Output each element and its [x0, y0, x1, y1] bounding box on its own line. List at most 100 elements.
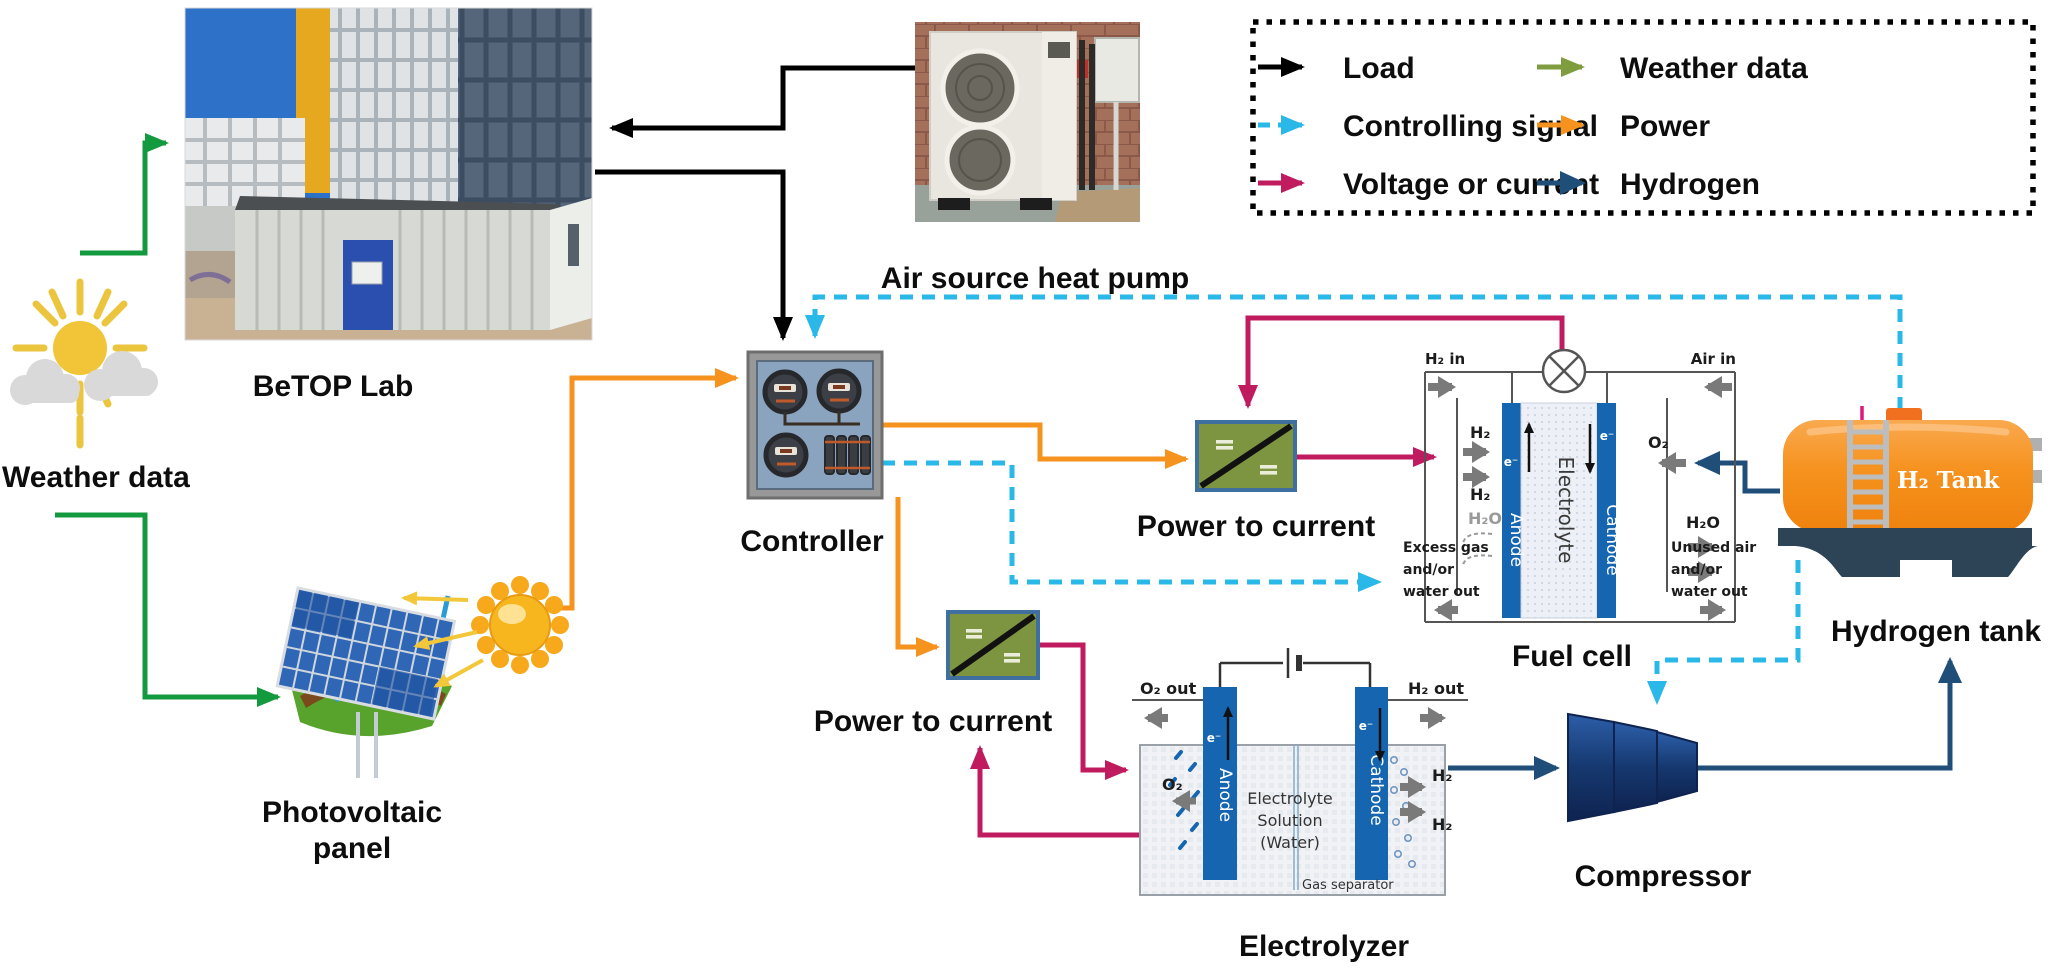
- weather-icon: [10, 278, 158, 449]
- controller-label: Controller: [740, 525, 884, 558]
- pv-poles: [356, 712, 378, 778]
- electrode-wires: [1511, 372, 1608, 403]
- pv-panel: [275, 576, 569, 778]
- white-tower-windows: [330, 8, 458, 215]
- fc-cathode-label: Cathode: [1602, 504, 1622, 575]
- power-line-pv-to-controller: [552, 368, 739, 611]
- low-building-windows: [185, 118, 305, 206]
- hydrogen-line-tank-to-fuelcell: [1694, 451, 1780, 494]
- fc-unused-2: and/or: [1671, 562, 1722, 578]
- fc-electrolyte-label: Electrolyte: [1554, 457, 1578, 564]
- fan-top-grill2: [967, 75, 993, 101]
- fc-excess-1: Excess gas: [1403, 540, 1489, 556]
- ez-solution-2: Solution: [1257, 811, 1322, 830]
- voltage-line-converter2-to-electrolyzer: [1038, 642, 1129, 780]
- fc-e-right: e⁻: [1600, 429, 1614, 443]
- unit-foot-left: [938, 198, 970, 210]
- hydrogen-tank: H₂ Tank: [1778, 406, 2042, 577]
- converter2-dc-marks: [966, 629, 1020, 663]
- converter1-label: Power to current: [1137, 510, 1375, 543]
- ez-gas-separator-line: [1293, 745, 1299, 890]
- ez-h2-a: H₂: [1432, 766, 1452, 785]
- legend-power-label: Power: [1620, 110, 1710, 143]
- hydrogen-tank-label: Hydrogen tank: [1831, 615, 2041, 648]
- compressor-stage2: [1613, 720, 1658, 814]
- ez-h2-arrows: [1400, 776, 1426, 823]
- ez-anode-bar: [1203, 687, 1237, 880]
- tank-highlight: [1806, 423, 2010, 436]
- unit-side-panel: [1042, 32, 1076, 200]
- legend-load-label: Load: [1343, 52, 1415, 85]
- load-bulb-x: [1548, 355, 1580, 387]
- legend-weather-label: Weather data: [1620, 52, 1808, 85]
- fc-h2o-left: H₂O: [1468, 509, 1502, 528]
- fc-unused-1: Unused air: [1671, 540, 1756, 556]
- container-side-window: [568, 224, 579, 266]
- ez-solution-1: Electrolyte: [1247, 789, 1333, 808]
- converter1-diagonal: [1199, 423, 1293, 489]
- ez-solution-3: (Water): [1260, 833, 1320, 852]
- controller: [746, 350, 884, 500]
- compressor-stage3: [1656, 730, 1698, 804]
- pv-label-line1: Photovoltaic: [262, 796, 442, 829]
- container-window: [351, 261, 383, 285]
- ez-o2: O₂: [1162, 775, 1183, 794]
- glass-building-windows: [452, 8, 592, 340]
- ez-e-left: e⁻: [1207, 731, 1221, 745]
- pv-sun-petals: [471, 576, 569, 674]
- voltage-line-fuelcell-to-converter1: [1238, 315, 1565, 409]
- ez-gas-separator-label: Gas separator: [1302, 878, 1394, 893]
- container-blue-door: [343, 240, 393, 330]
- electrolyzer: O₂ out H₂ out Anode Cathode e⁻ e⁻ Gas se…: [1132, 648, 1468, 896]
- betop-photo-border: [184, 7, 593, 341]
- fc-gas-arrows: [1428, 376, 1732, 621]
- fc-electrolyte-area: [1520, 402, 1598, 619]
- fan-bottom-grill: [958, 138, 1002, 182]
- fc-h2-a: H₂: [1470, 423, 1490, 442]
- tank-stand: [1778, 528, 2038, 577]
- sunlight-arrows: [401, 591, 484, 688]
- fc-water-vapor: [1462, 532, 1493, 566]
- fc-h2-b: H₂: [1470, 485, 1490, 504]
- controller-wires: [783, 411, 860, 426]
- fc-anode-bar: [1502, 403, 1521, 618]
- weather-line-to-lab: [80, 133, 169, 256]
- fc-excess-3: water out: [1403, 584, 1480, 600]
- pv-sun: [471, 576, 569, 674]
- tank-ladder: [1847, 420, 1889, 537]
- converter2-label: Power to current: [814, 705, 1052, 738]
- cloud-icon-right: [84, 351, 158, 401]
- ez-h2-out: H₂ out: [1408, 679, 1464, 698]
- sun-icon: [53, 321, 107, 375]
- fan-top-grill: [955, 63, 1005, 113]
- fc-anode-label: Anode: [1506, 513, 1526, 567]
- heat-pump-photo: [915, 22, 1140, 222]
- weather-line-to-pv: [55, 512, 281, 707]
- fc-o2: O₂: [1648, 433, 1669, 452]
- cloud-icon-left: [10, 359, 80, 405]
- black-pipes: [1079, 40, 1095, 190]
- signal-line-tank-to-controller: [805, 294, 1903, 476]
- fc-unused-3: water out: [1671, 584, 1748, 600]
- compressor-label: Compressor: [1575, 860, 1752, 893]
- fan-top: [940, 48, 1020, 128]
- load-line-heatpump-to-lab: [609, 65, 915, 138]
- legend-border: [1250, 19, 2036, 216]
- connections: [55, 65, 1962, 838]
- load-line-lab-to-controller: [595, 169, 793, 341]
- weather-data-label: Weather data: [2, 461, 190, 494]
- power-to-current-2: [946, 610, 1040, 680]
- unit-vent: [1048, 42, 1070, 58]
- fc-cathode-bar: [1597, 403, 1616, 618]
- power-to-current-1: [1195, 420, 1297, 492]
- tank-body: [1783, 420, 2033, 532]
- ez-cathode-label: Cathode: [1366, 754, 1386, 825]
- fuel-cell: Anode Electrolyte Cathode e⁻ e⁻ H₂ in Ai…: [1403, 348, 1756, 623]
- ez-o2-out: O₂ out: [1140, 679, 1197, 698]
- betop-lab-label: BeTOP Lab: [253, 370, 414, 403]
- legend: Load Controlling signal Voltage or curre…: [1250, 19, 2036, 216]
- fuel-cell-label: Fuel cell: [1512, 640, 1632, 673]
- pv-module: [275, 586, 457, 721]
- signal-line-tank-to-compressor: [1647, 560, 1801, 705]
